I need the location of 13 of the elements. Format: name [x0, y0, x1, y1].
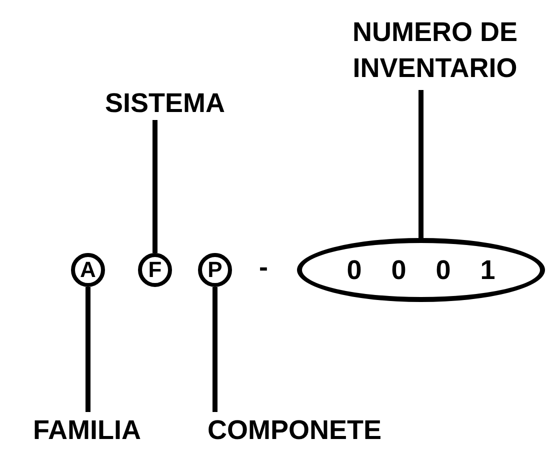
dash-separator: -	[259, 252, 268, 283]
circled-letter: F	[138, 253, 172, 287]
leader-line	[152, 120, 158, 253]
leader-line	[86, 287, 90, 412]
circled-letter: P	[198, 253, 232, 287]
circled-letter: A	[71, 253, 105, 287]
number-ellipse: 0 0 0 1	[297, 238, 545, 302]
callout-text: SISTEMA	[95, 86, 235, 120]
callout-text: FAMILIA	[3, 412, 171, 448]
leader-line	[418, 90, 424, 238]
callout-text: COMPONETE	[172, 412, 417, 448]
leader-line	[212, 287, 218, 412]
callout-text: NUMERO DE INVENTARIO	[318, 10, 552, 90]
